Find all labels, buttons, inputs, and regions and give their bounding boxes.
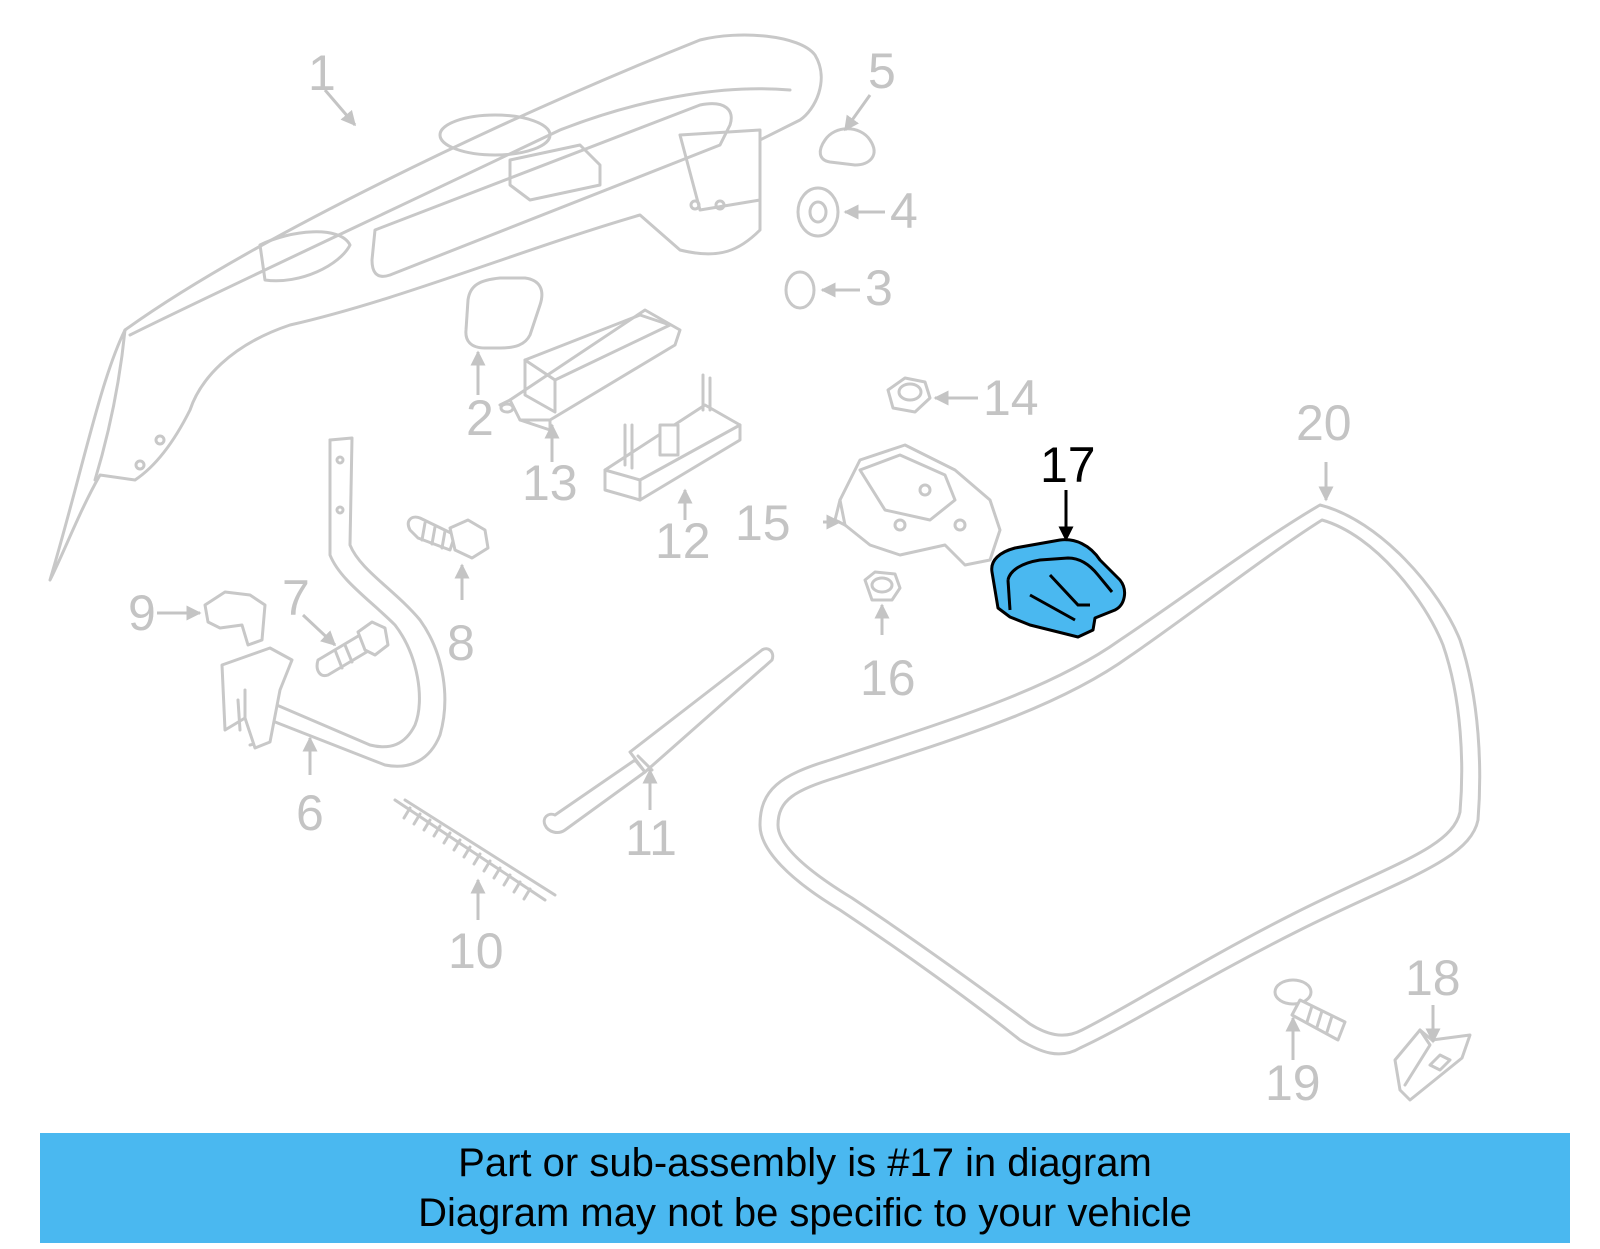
bolt-part-19[interactable] (1273, 978, 1347, 1042)
callout-12: 12 (655, 513, 711, 569)
callout-2: 2 (466, 390, 494, 446)
callout-9: 9 (128, 585, 156, 641)
weatherstrip-part-20[interactable] (758, 503, 1482, 1056)
callout-3: 3 (865, 260, 893, 316)
license-lamp-part-12[interactable] (603, 373, 742, 502)
callout-8: 8 (447, 615, 475, 671)
latch-part-15[interactable] (833, 443, 1002, 567)
callout-15: 15 (735, 495, 791, 551)
callout-16: 16 (860, 650, 916, 706)
callout-17: 17 (1040, 437, 1096, 493)
bolt-part-7[interactable] (315, 620, 390, 678)
callout-20: 20 (1296, 395, 1352, 451)
callout-1: 1 (308, 45, 336, 101)
callout-13: 13 (522, 455, 578, 511)
nut-part-16[interactable] (863, 570, 902, 602)
callout-19: 19 (1265, 1055, 1321, 1111)
spring-part-10[interactable] (393, 798, 557, 902)
o-ring-part-3[interactable] (784, 270, 816, 310)
callout-18: 18 (1405, 950, 1461, 1006)
callout-5: 5 (868, 43, 896, 99)
callout-14: 14 (983, 370, 1039, 426)
callout-4: 4 (890, 183, 918, 239)
callout-10: 10 (448, 923, 504, 979)
banner-line-1: Part or sub-assembly is #17 in diagram (458, 1141, 1152, 1185)
latch-cover-part-17-highlighted[interactable] (990, 538, 1127, 639)
bolt-part-8[interactable] (406, 515, 490, 560)
bump-stop-part-9[interactable] (203, 590, 267, 647)
button-cover-part-2[interactable] (464, 276, 544, 350)
hinge-part-6[interactable] (220, 436, 447, 768)
info-banner: Part or sub-assembly is #17 in diagram D… (40, 1133, 1570, 1243)
clip-part-18[interactable] (1393, 1028, 1472, 1102)
nut-part-14[interactable] (886, 376, 932, 414)
grommet-part-4[interactable] (796, 186, 840, 238)
callout-7: 7 (282, 570, 310, 626)
trunk-lid-part-1[interactable] (48, 33, 823, 582)
callout-6: 6 (296, 785, 324, 841)
handle-switch-part-13[interactable] (498, 308, 682, 432)
gas-strut-part-11[interactable] (542, 647, 775, 834)
banner-line-2: Diagram may not be specific to your vehi… (418, 1191, 1192, 1235)
callout-11: 11 (625, 810, 677, 866)
cap-part-5[interactable] (818, 127, 876, 167)
